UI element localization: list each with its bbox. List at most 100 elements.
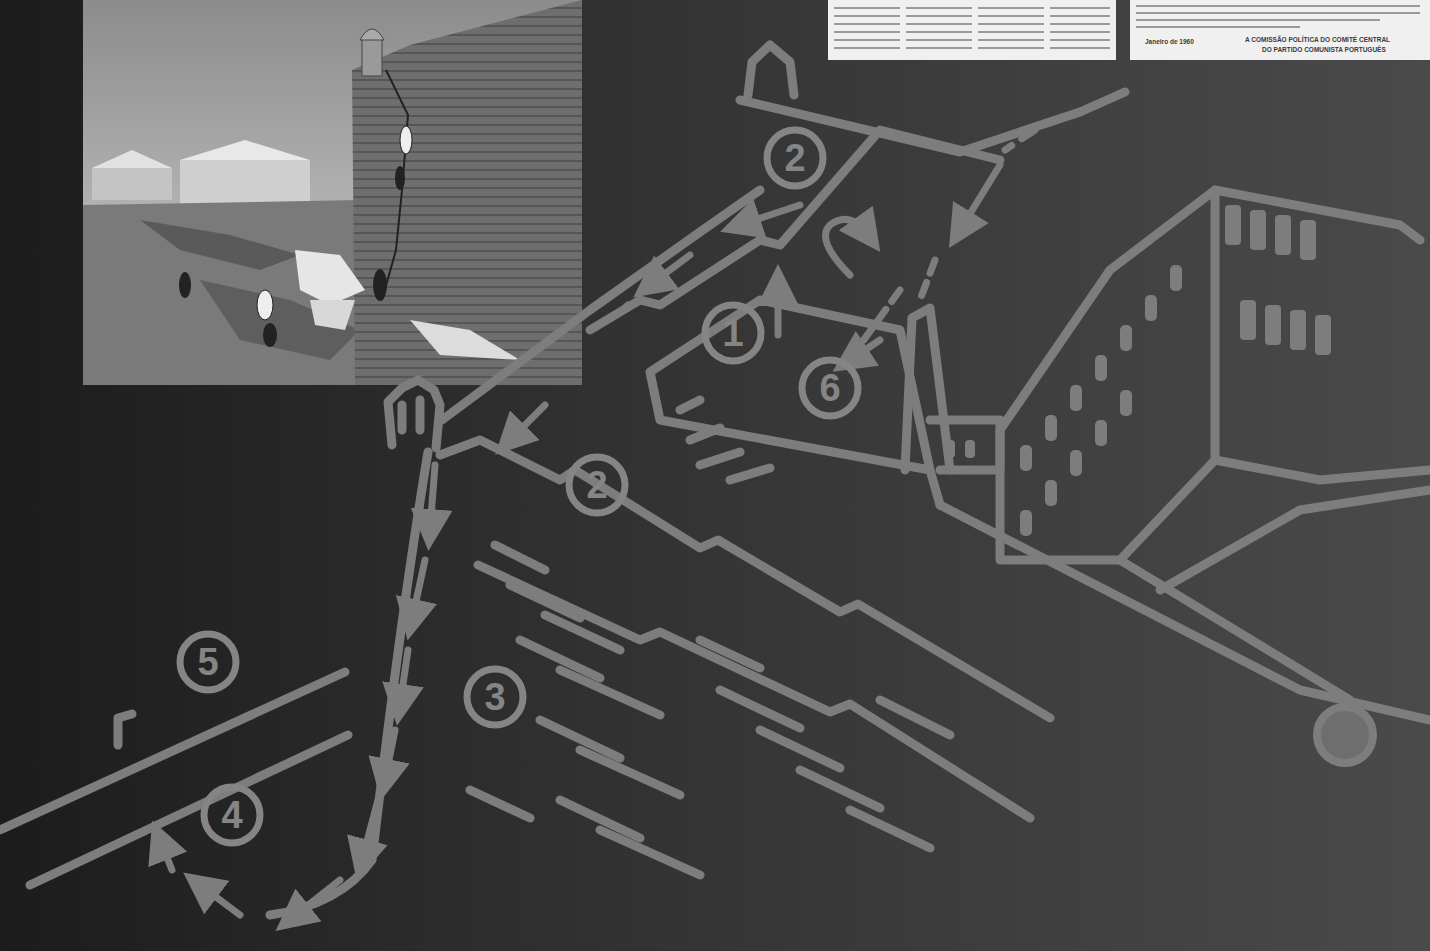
window — [1240, 300, 1256, 340]
callout-number: 3 — [465, 677, 525, 717]
photo-building — [92, 168, 172, 200]
windows — [945, 205, 1331, 536]
outer-rampart — [1160, 490, 1430, 590]
callout-number: 4 — [202, 795, 262, 835]
newspaper-clipping — [1130, 0, 1430, 60]
outer-wall — [30, 735, 348, 885]
window — [1045, 415, 1057, 441]
photo-rocks — [140, 220, 300, 270]
window — [1095, 420, 1107, 446]
brick-rows — [700, 640, 950, 848]
window — [1120, 325, 1132, 351]
photo-figure — [395, 166, 405, 190]
route-arrow — [826, 219, 869, 275]
window — [1095, 355, 1107, 381]
route-arrow — [430, 465, 435, 530]
prison-block — [1000, 190, 1215, 560]
window — [1290, 310, 1306, 350]
rampart-lower — [478, 565, 1030, 818]
inner-building — [650, 300, 940, 505]
small-building — [930, 420, 1000, 470]
photo-sky — [83, 0, 582, 385]
route-arrow — [960, 165, 1000, 230]
callout-number: 5 — [178, 642, 238, 682]
outer-rampart — [940, 505, 1430, 720]
photo-figure — [400, 126, 412, 154]
route-arrow — [362, 800, 378, 860]
route-arrow — [412, 560, 425, 620]
photo-blanket — [295, 250, 365, 305]
photo-rope — [382, 70, 408, 300]
route-arrow — [385, 730, 395, 780]
window — [1070, 450, 1082, 476]
photo-inset — [83, 0, 582, 385]
callout-number: 2 — [567, 465, 627, 505]
photo-sentry-box — [362, 38, 382, 76]
window — [1120, 390, 1132, 416]
escape-route — [160, 130, 1035, 918]
watch-tower — [388, 380, 440, 448]
upper-wall — [442, 190, 760, 420]
callout-circles — [180, 130, 858, 843]
route-dash — [860, 290, 900, 345]
callout-number: 6 — [800, 368, 860, 408]
window — [945, 440, 955, 458]
window — [1300, 220, 1316, 260]
photo-figure — [263, 323, 277, 347]
outer-rampart — [1120, 560, 1350, 700]
photo-blanket — [310, 300, 355, 330]
chimney — [905, 308, 950, 470]
outer-wall — [0, 672, 345, 830]
route-dash — [1005, 130, 1035, 150]
window — [1275, 215, 1291, 255]
route-arrow — [775, 285, 782, 335]
callout-number: 2 — [765, 138, 825, 178]
photo-wall — [352, 0, 582, 385]
route-arrow — [740, 205, 800, 225]
wall-hook — [118, 714, 132, 745]
window — [1145, 295, 1157, 321]
window — [1045, 480, 1057, 506]
window — [1315, 315, 1331, 355]
photo-roof — [92, 150, 172, 168]
window — [965, 440, 975, 458]
photo-figure — [257, 290, 273, 320]
window — [1020, 445, 1032, 471]
clipping-text-lines — [834, 8, 1110, 48]
wall-edge — [270, 452, 428, 915]
photo-figure — [179, 272, 191, 298]
clipping-text-lines — [1136, 6, 1420, 27]
photo-sentry-dome — [360, 29, 384, 40]
route-arrow — [650, 255, 690, 285]
route-arrow — [160, 840, 172, 870]
photo-blanket — [410, 320, 520, 360]
photo-roof — [180, 140, 310, 160]
newspaper-clipping — [828, 0, 1116, 60]
window — [1265, 305, 1281, 345]
window — [1170, 265, 1182, 291]
sketch-lines — [0, 45, 1430, 915]
route-dash — [612, 305, 628, 320]
clipping-text: Janeiro de 1960 — [1145, 38, 1194, 46]
brick-rows — [680, 400, 770, 480]
route-arrow — [292, 880, 340, 918]
photo-figure — [373, 269, 387, 301]
prison-block — [1215, 190, 1430, 480]
route-arrow — [200, 885, 240, 915]
window — [1020, 510, 1032, 536]
route-arrow — [510, 405, 545, 440]
clipping-text: DO PARTIDO COMUNISTA PORTUGUÊS — [1262, 46, 1386, 54]
upper-wall — [590, 130, 1000, 330]
callout-number: 1 — [703, 313, 763, 353]
photo-building — [180, 160, 310, 205]
lamp — [1317, 707, 1373, 763]
window — [1070, 385, 1082, 411]
window — [1250, 210, 1266, 250]
window — [1225, 205, 1241, 245]
top-tower — [748, 45, 794, 95]
clipping-text: A COMISSÃO POLÍTICA DO COMITÉ CENTRAL — [1245, 36, 1390, 44]
route-arrow — [400, 650, 408, 705]
tower-window — [402, 400, 420, 430]
